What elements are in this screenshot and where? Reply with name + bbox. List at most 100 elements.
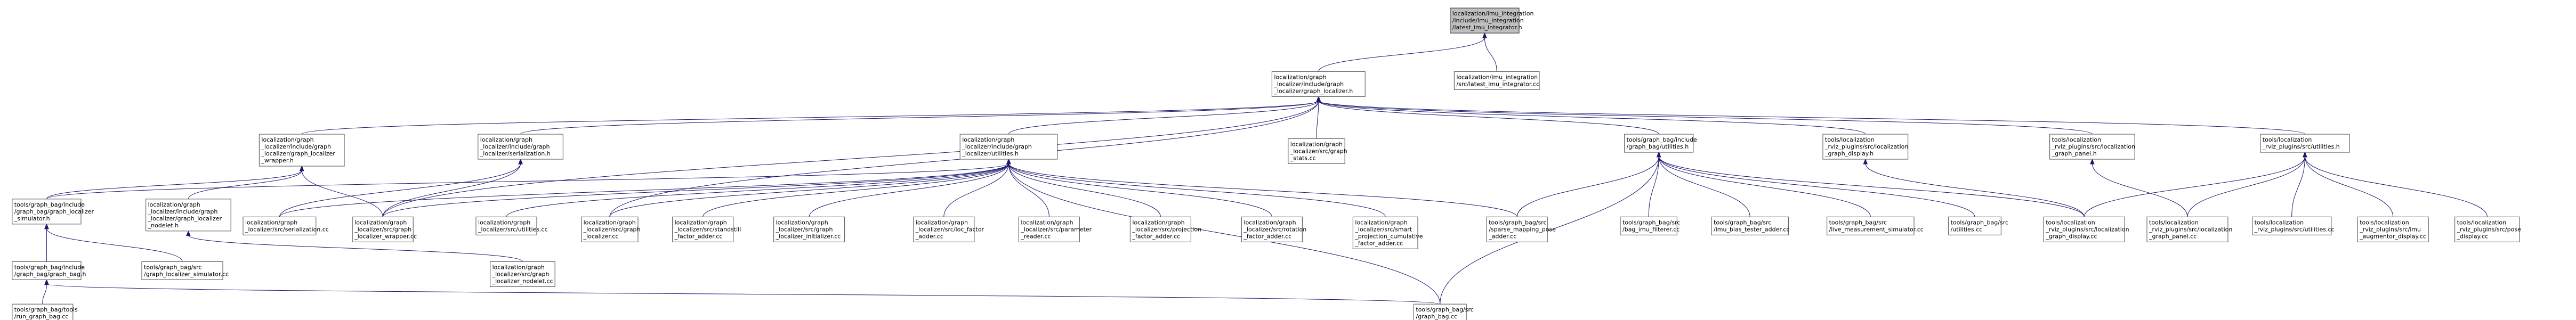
edge-line	[1008, 163, 1272, 217]
node-box	[12, 261, 82, 280]
node-box	[489, 261, 555, 287]
graph-node[interactable]: tools/localization_rviz_plugins/src/util…	[2260, 134, 2350, 153]
edge-line	[1484, 37, 1497, 72]
graph-node[interactable]: tools/graph_bag/src/live_measurement_sim…	[1827, 216, 1924, 235]
node-box	[2049, 134, 2135, 160]
edge-line	[2187, 156, 2305, 217]
dependency-edge	[1006, 158, 1517, 217]
graph-node[interactable]: tools/localization_rviz_plugins/src/loca…	[2146, 216, 2232, 242]
edge-line	[702, 163, 1009, 217]
graph-node: localization/imu_integration/include/imu…	[1450, 7, 1534, 34]
node-label-line: tools/graph_bag/include	[14, 201, 85, 208]
node-box	[141, 261, 223, 280]
node-label-line: _rviz_plugins/src/imu	[2359, 226, 2421, 233]
node-label-line: _graph_panel.h	[2052, 150, 2097, 157]
dependency-edge	[1482, 32, 1497, 72]
graph-node[interactable]: tools/graph_bag/src/sparse_mapping_pose_…	[1486, 216, 1556, 242]
graph-node[interactable]: localization/graph_localizer/src/graph_l…	[352, 216, 417, 242]
node-box	[2260, 134, 2350, 153]
graph-node[interactable]: localization/graph_localizer/src/graph_s…	[1288, 138, 1347, 164]
node-label-line: tools/localization	[2149, 219, 2199, 226]
node-box	[259, 134, 345, 167]
graph-node[interactable]: localization/graph_localizer/src/paramet…	[1018, 216, 1092, 242]
node-label-line: _rviz_plugins/src/utilities.cc	[2254, 226, 2335, 233]
edges-layer	[42, 32, 2488, 305]
graph-node[interactable]: tools/graph_bag/include/graph_bag/graph_…	[12, 199, 94, 225]
graph-node[interactable]: localization/graph_localizer/src/project…	[1129, 216, 1201, 242]
graph-node[interactable]: localization/graph_localizer/include/gra…	[259, 134, 345, 167]
node-label-line: _rviz_plugins/src/localization	[1824, 143, 1908, 150]
dependency-edge	[1656, 151, 1750, 217]
graph-node[interactable]: tools/localization_rviz_plugins/src/imu_…	[2357, 216, 2429, 242]
node-label-line: localization/graph	[1290, 141, 1343, 147]
node-box	[243, 216, 317, 235]
graph-node[interactable]: tools/graph_bag/src/bag_imu_filterer.cc	[1620, 216, 1680, 235]
graph-node[interactable]: localization/graph_localizer/src/utiliti…	[475, 216, 548, 235]
node-label-line: /src/latest_imu_integrator.cc	[1456, 80, 1539, 87]
node-label-line: localization/graph	[584, 219, 636, 226]
edge-line	[1658, 156, 2085, 217]
dependency-edge	[1316, 96, 2093, 135]
edge-line	[1318, 100, 1866, 135]
node-label-line: localization/graph	[480, 136, 532, 143]
graph-node[interactable]: localization/imu_integration/src/latest_…	[1453, 71, 1540, 90]
graph-node[interactable]: localization/graph_localizer/src/smart_p…	[1352, 216, 1423, 249]
graph-node[interactable]: localization/graph_localizer/src/graph_l…	[773, 216, 845, 242]
graph-node[interactable]: localization/graph_localizer/src/rotatio…	[1241, 216, 1306, 242]
node-label-line: localization/imu_integration	[1452, 10, 1534, 17]
edge-line	[1008, 163, 1517, 217]
dependency-edge	[506, 158, 1011, 217]
edge-line	[46, 170, 302, 200]
graph-node[interactable]: tools/localization_rviz_plugins/src/loca…	[2049, 134, 2135, 160]
graph-node[interactable]: tools/localization_rviz_plugins/src/pose…	[2454, 216, 2522, 242]
edge-line	[1658, 156, 1871, 217]
node-box	[146, 199, 231, 232]
node-label-line: /graph_bag/graph_localizer	[14, 208, 94, 215]
graph-node[interactable]: tools/graph_bag/src/graph_localizer_simu…	[141, 261, 229, 280]
graph-node[interactable]: localization/graph_localizer/src/loc_fac…	[913, 216, 984, 242]
node-label-line: tools/graph_bag/tools	[14, 306, 78, 313]
node-label-line: /sparse_mapping_pose	[1489, 226, 1556, 233]
node-label-line: _localizer/graph_localizer.h	[1273, 87, 1353, 94]
node-label-line: _factor_adder.cc	[1132, 233, 1180, 240]
graph-node[interactable]: tools/graph_bag/include/graph_bag/graph_…	[12, 261, 86, 280]
node-label-line: _localizer/utilities.h	[962, 150, 1019, 157]
node-box	[1129, 216, 1191, 242]
graph-node[interactable]: tools/localization_rviz_plugins/src/loca…	[1822, 134, 1908, 160]
node-label-line: _graph_panel.cc	[2149, 233, 2197, 240]
graph-node[interactable]: localization/graph_localizer/include/gra…	[478, 134, 563, 160]
graph-node[interactable]: localization/graph_localizer/src/seriali…	[243, 216, 329, 235]
graph-node[interactable]: tools/graph_bag/tools/run_graph_bag.cc	[12, 303, 78, 320]
graph-node[interactable]: tools/graph_bag/src/graph_bag.cc	[1413, 303, 1474, 320]
graph-node[interactable]: localization/graph_localizer/include/gra…	[959, 134, 1058, 160]
node-box	[913, 216, 975, 242]
graph-node[interactable]: tools/graph_bag/src/imu_bias_tester_adde…	[1711, 216, 1789, 235]
graph-node[interactable]: tools/graph_bag/include/graph_bag/utilit…	[1624, 134, 1697, 153]
edge-line	[301, 170, 383, 217]
node-box	[1486, 216, 1548, 242]
dependency-edge	[2303, 151, 2394, 217]
edge-line	[42, 284, 47, 305]
dependency-edge	[44, 279, 1441, 305]
graph-node[interactable]: localization/graph_localizer/include/gra…	[146, 199, 231, 232]
edge-arrowhead	[1482, 32, 1487, 38]
edge-line	[1648, 156, 1659, 217]
graph-node[interactable]: localization/graph_localizer/src/graph_l…	[580, 216, 641, 242]
dependency-edge	[1006, 158, 1386, 217]
node-label-line: _localizer/include/graph	[1273, 80, 1344, 87]
dependency-edge	[1440, 151, 1661, 305]
graph-node[interactable]: tools/localization_rviz_plugins/src/loca…	[2043, 216, 2129, 242]
node-label-line: localization/graph	[675, 219, 727, 226]
graph-node[interactable]: localization/graph_localizer/src/graph_l…	[489, 261, 555, 287]
edge-line	[1516, 156, 1659, 217]
graph-node[interactable]: localization/graph_localizer/include/gra…	[1271, 71, 1366, 97]
graph-node[interactable]: tools/graph_bag/src/utilities.cc	[1948, 216, 2008, 235]
dependency-edge	[1648, 151, 1661, 217]
node-box	[2146, 216, 2228, 242]
node-label-line: _localizer/include/graph	[962, 143, 1032, 150]
dependency-edge	[44, 223, 183, 262]
node-label-line: /imu_bias_tester_adder.cc	[1714, 226, 1789, 233]
graph-node[interactable]: localization/graph_localizer/src/standst…	[672, 216, 741, 242]
graph-node[interactable]: tools/localization_rviz_plugins/src/util…	[2252, 216, 2335, 235]
edge-line	[279, 163, 521, 217]
